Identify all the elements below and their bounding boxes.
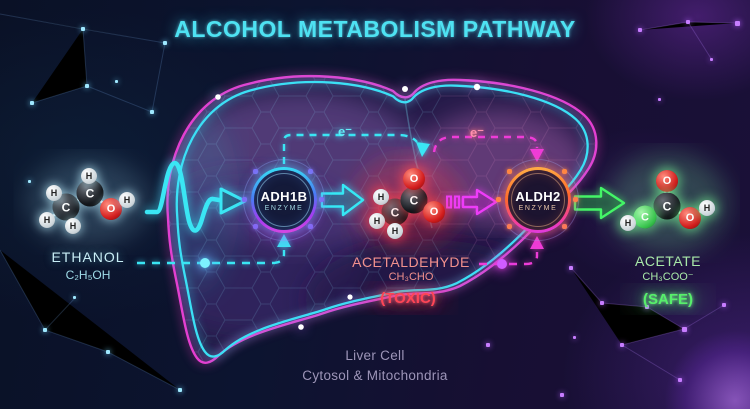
- oxygen-atom: O: [100, 198, 122, 220]
- hydrogen-atom: H: [387, 223, 403, 239]
- aldh2-enzyme-badge: ALDH2 ENZYME: [496, 159, 579, 241]
- acetaldehyde-formula: CH₃CHO: [388, 271, 434, 283]
- enzyme-name: ALDH2: [515, 188, 561, 204]
- electron-path-aldh2: [432, 135, 544, 269]
- pulse-wave-arrow: [144, 160, 247, 233]
- hydrogen-atom: H: [373, 189, 389, 205]
- enzyme-role: ENZYME: [518, 204, 558, 212]
- oxygen-atom: O: [423, 201, 445, 223]
- electron-label-right: e⁻: [469, 125, 485, 140]
- adh1b-enzyme-badge: ADH1B ENZYME: [242, 159, 325, 241]
- hydrogen-atom: H: [369, 213, 385, 229]
- carbon-atom: C: [633, 205, 657, 229]
- acetaldehyde-label: ACETALDEHYDE: [352, 254, 470, 270]
- outline-glow-dots: [215, 83, 481, 330]
- arrow-acetaldehyde-to-aldh2: [446, 188, 498, 216]
- hydrogen-atom: H: [119, 192, 135, 208]
- page-title: ALCOHOL METABOLISM PATHWAY: [174, 16, 576, 42]
- ethanol-formula: C₂H₅OH: [65, 268, 111, 282]
- acetate-formula: CH₃COO⁻: [642, 271, 694, 283]
- enzyme-role: ENZYME: [264, 204, 304, 212]
- enzyme-ring: ALDH2 ENZYME: [505, 167, 571, 233]
- stars: [28, 20, 740, 397]
- enzyme-name: ADH1B: [260, 188, 308, 204]
- oxygen-atom: O: [679, 207, 701, 229]
- arrow-aldh2-to-acetate: [573, 186, 626, 220]
- hydrogen-atom: H: [620, 215, 636, 231]
- constellation-mesh: [0, 13, 740, 397]
- acetate-label: ACETATE: [635, 253, 701, 269]
- ethanol-label: ETHANOL: [51, 249, 125, 265]
- location-line-1: Liver Cell: [345, 348, 405, 363]
- toxic-status-badge: (TOXIC): [380, 290, 436, 307]
- oxygen-atom: O: [403, 168, 425, 190]
- oxygen-atom: O: [656, 170, 678, 192]
- carbon-atom: C: [52, 193, 80, 221]
- location-line-2: Cytosol & Mitochondria: [302, 368, 448, 383]
- hydrogen-atom: H: [81, 168, 97, 184]
- carbon-atom: C: [653, 192, 681, 220]
- hydrogen-atom: H: [39, 212, 55, 228]
- safe-status-badge: (SAFE): [643, 291, 693, 308]
- hydrogen-atom: H: [699, 200, 715, 216]
- enzyme-ring: ADH1B ENZYME: [251, 167, 317, 233]
- electron-label-left: e⁻: [337, 124, 353, 139]
- hydrogen-atom: H: [46, 185, 62, 201]
- carbon-atom: C: [76, 179, 104, 207]
- hydrogen-atom: H: [65, 218, 81, 234]
- arrow-adh1b-to-acetaldehyde: [320, 183, 365, 217]
